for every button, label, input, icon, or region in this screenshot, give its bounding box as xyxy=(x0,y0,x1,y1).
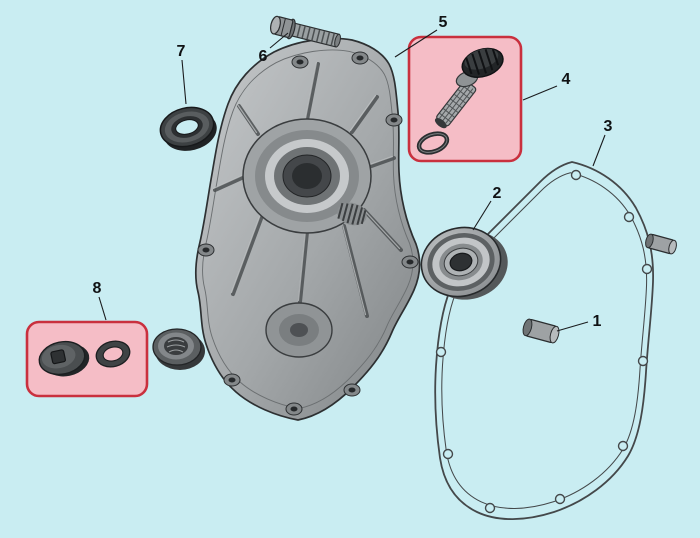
callout-8[interactable]: 8 xyxy=(93,280,102,297)
highlight-box-dipstick[interactable] xyxy=(407,35,523,163)
callout-1[interactable]: 1 xyxy=(593,313,602,330)
part-dowel-pin-b[interactable] xyxy=(521,318,560,344)
leader-1 xyxy=(556,321,589,332)
cover-bolt-holes xyxy=(197,51,419,416)
part-ball-bearing[interactable] xyxy=(413,217,516,311)
drain-plug-washer xyxy=(95,340,131,368)
callout-6[interactable]: 6 xyxy=(259,48,268,65)
cover-oil-filler-neck xyxy=(152,328,205,370)
leader-5 xyxy=(394,29,438,58)
dipstick-o-ring xyxy=(416,131,450,155)
leader-8 xyxy=(98,296,107,321)
leader-3 xyxy=(592,134,606,167)
highlight-box-drain-plug[interactable] xyxy=(25,320,149,398)
gasket-bolt-holes xyxy=(435,169,653,514)
callout-7[interactable]: 7 xyxy=(177,43,186,60)
cover-lower-boss xyxy=(265,302,333,358)
part-oil-seal[interactable] xyxy=(156,102,221,157)
dipstick-cap xyxy=(461,47,504,78)
callout-4[interactable]: 4 xyxy=(562,71,571,88)
part-dowel-pin-a[interactable] xyxy=(644,233,678,255)
cover-main-bore xyxy=(242,118,372,234)
dipstick-stem xyxy=(434,80,477,129)
callout-5[interactable]: 5 xyxy=(439,14,448,31)
callout-2[interactable]: 2 xyxy=(493,185,502,202)
leader-4 xyxy=(522,85,558,101)
leader-2 xyxy=(472,200,492,231)
drain-plug xyxy=(38,340,90,377)
cover-thread-detail xyxy=(337,202,367,226)
part-flange-bolt[interactable] xyxy=(269,14,343,51)
callout-leaders xyxy=(98,29,606,332)
part-crankcase-cover[interactable] xyxy=(152,37,421,421)
leader-7 xyxy=(181,59,187,105)
callout-3[interactable]: 3 xyxy=(604,118,613,135)
leader-6 xyxy=(269,32,289,49)
